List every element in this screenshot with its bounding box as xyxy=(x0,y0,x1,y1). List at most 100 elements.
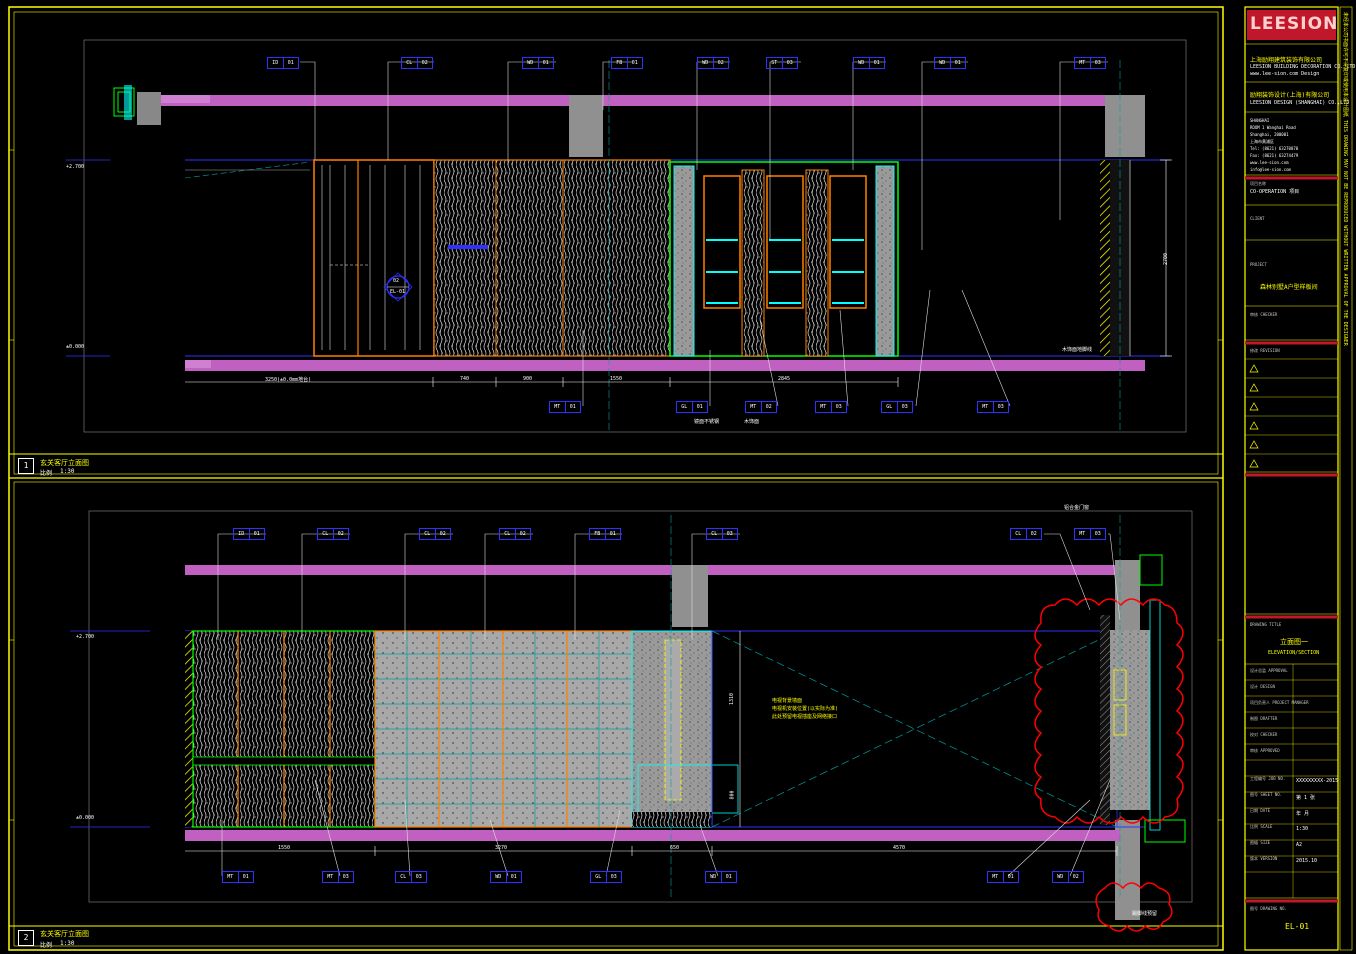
material-tag-number: 02 xyxy=(519,531,526,537)
title-block-row-label: 版本 VERSION xyxy=(1250,856,1278,861)
material-tag-number: 02 xyxy=(439,531,446,537)
design-company-en: LEESION DESIGN (SHANGHAI) CO.,LTD xyxy=(1250,100,1350,106)
elevation-view-1 xyxy=(66,60,1172,430)
material-tag-code: WD xyxy=(854,58,870,68)
tv-wall-column xyxy=(631,630,739,828)
material-tag-code: WD xyxy=(1053,872,1069,882)
floor-slab xyxy=(185,360,1145,371)
title-block-row-label: 图幅 SIZE xyxy=(1250,840,1271,845)
material-tag-code: WD xyxy=(698,58,714,68)
level-mark: +2.700 xyxy=(66,164,85,170)
material-tag-number: 01 xyxy=(542,60,549,66)
title-block-row-label: 制图 DRAFTER xyxy=(1250,716,1278,721)
revision-label: 修改 REVISION xyxy=(1250,348,1280,353)
floor-slab xyxy=(185,830,1120,841)
material-tag-code: MT xyxy=(978,402,994,412)
entry-door xyxy=(313,159,435,357)
material-tag-code: MT xyxy=(816,402,832,412)
material-tag-code: MT xyxy=(988,872,1004,882)
material-tag-code: MT xyxy=(746,402,762,412)
material-tag-number: 01 xyxy=(1007,874,1014,880)
material-tag-number: 03 xyxy=(786,60,793,66)
material-tag-code: ST xyxy=(767,58,783,68)
material-tag-number: 03 xyxy=(835,404,842,410)
drawing-title-label: DRAWING TITLE xyxy=(1250,622,1282,627)
material-tag-code: ID xyxy=(234,529,250,539)
material-tag-number: 03 xyxy=(1094,531,1101,537)
title-block-row-label: 审核 APPROVED xyxy=(1250,748,1280,753)
material-tag-code: MT xyxy=(1075,529,1091,539)
company-logo xyxy=(1247,10,1336,40)
annotation-note: 此处预留电视插座及网络接口 xyxy=(772,714,838,720)
material-tag-number: 01 xyxy=(696,404,703,410)
material-tag-number: 01 xyxy=(631,60,638,66)
material-tag-number: 03 xyxy=(342,874,349,880)
title-block-row-label: 校对 CHECKER xyxy=(1250,732,1278,737)
material-tag-number: 01 xyxy=(253,531,260,537)
sheet-frame xyxy=(8,6,1224,951)
checker-label: 审核 CHECKER xyxy=(1250,312,1278,317)
material-tag-code: CL xyxy=(318,529,334,539)
material-tag-number: 02 xyxy=(717,60,724,66)
material-tag-code: GL xyxy=(882,402,898,412)
title-block-row-label: 设计 DESIGN xyxy=(1250,684,1275,689)
material-tag-number: 02 xyxy=(1030,531,1037,537)
window-frame xyxy=(1100,554,1186,843)
height-dimension: 2700 xyxy=(1163,252,1170,266)
title-block-row-value: A2 xyxy=(1296,842,1303,848)
view-scale-2: 1:30 xyxy=(60,940,75,947)
material-tag-number: 03 xyxy=(901,404,908,410)
wood-grain-wall-panel xyxy=(433,159,671,357)
stone-grid-wall xyxy=(374,630,633,828)
drawing-title-en: ELEVATION/SECTION xyxy=(1268,650,1320,656)
material-tag-number: 01 xyxy=(725,874,732,880)
material-tag-code: GL xyxy=(591,872,607,882)
annotation-note: 铝合金门窗 xyxy=(1064,505,1090,511)
level-mark: +2.700 xyxy=(76,634,95,640)
material-tag-number: 03 xyxy=(610,874,617,880)
tv-placeholder xyxy=(711,630,1118,828)
company-logo-text: LEESION xyxy=(1250,14,1339,34)
material-tag-code: CL xyxy=(707,529,723,539)
view-scale-1: 1:30 xyxy=(60,468,75,475)
material-tag-code: WD xyxy=(706,872,722,882)
material-tag-code: CL xyxy=(420,529,436,539)
section-mark-number: 02 xyxy=(393,278,400,284)
copyright-side-note: 未经本公司书面许可不得复印或使用本设计图纸 THIS DRAWING MAY N… xyxy=(1342,12,1348,346)
annotation-note: 电视背景墙面 xyxy=(772,698,803,704)
material-tag-code: CL xyxy=(1011,529,1027,539)
material-tag-code: GL xyxy=(677,402,693,412)
title-block-row-label: 工程编号 JOB NO. xyxy=(1250,776,1286,781)
annotation-note: 踢脚线预留 xyxy=(1132,911,1158,917)
material-tag-code: ID xyxy=(268,58,284,68)
display-cabinet xyxy=(669,161,899,357)
material-tag-code: FB xyxy=(590,529,606,539)
design-company-cn: 励翔装饰设计(上海)有限公司 xyxy=(1250,92,1330,99)
dimension-text: 3250(±0.0mm地台) xyxy=(265,377,312,383)
beam xyxy=(672,565,708,627)
company-name-en: LEESION BUILDING DECORATION CO.,LTD xyxy=(1250,64,1356,70)
material-tag-code: CL xyxy=(396,872,412,882)
material-tag-number: 01 xyxy=(569,404,576,410)
material-tag-number: 02 xyxy=(337,531,344,537)
address-line: 上海市黄浦区 xyxy=(1250,139,1274,144)
address-line: Tel: (8621) 63270870 xyxy=(1250,146,1299,151)
